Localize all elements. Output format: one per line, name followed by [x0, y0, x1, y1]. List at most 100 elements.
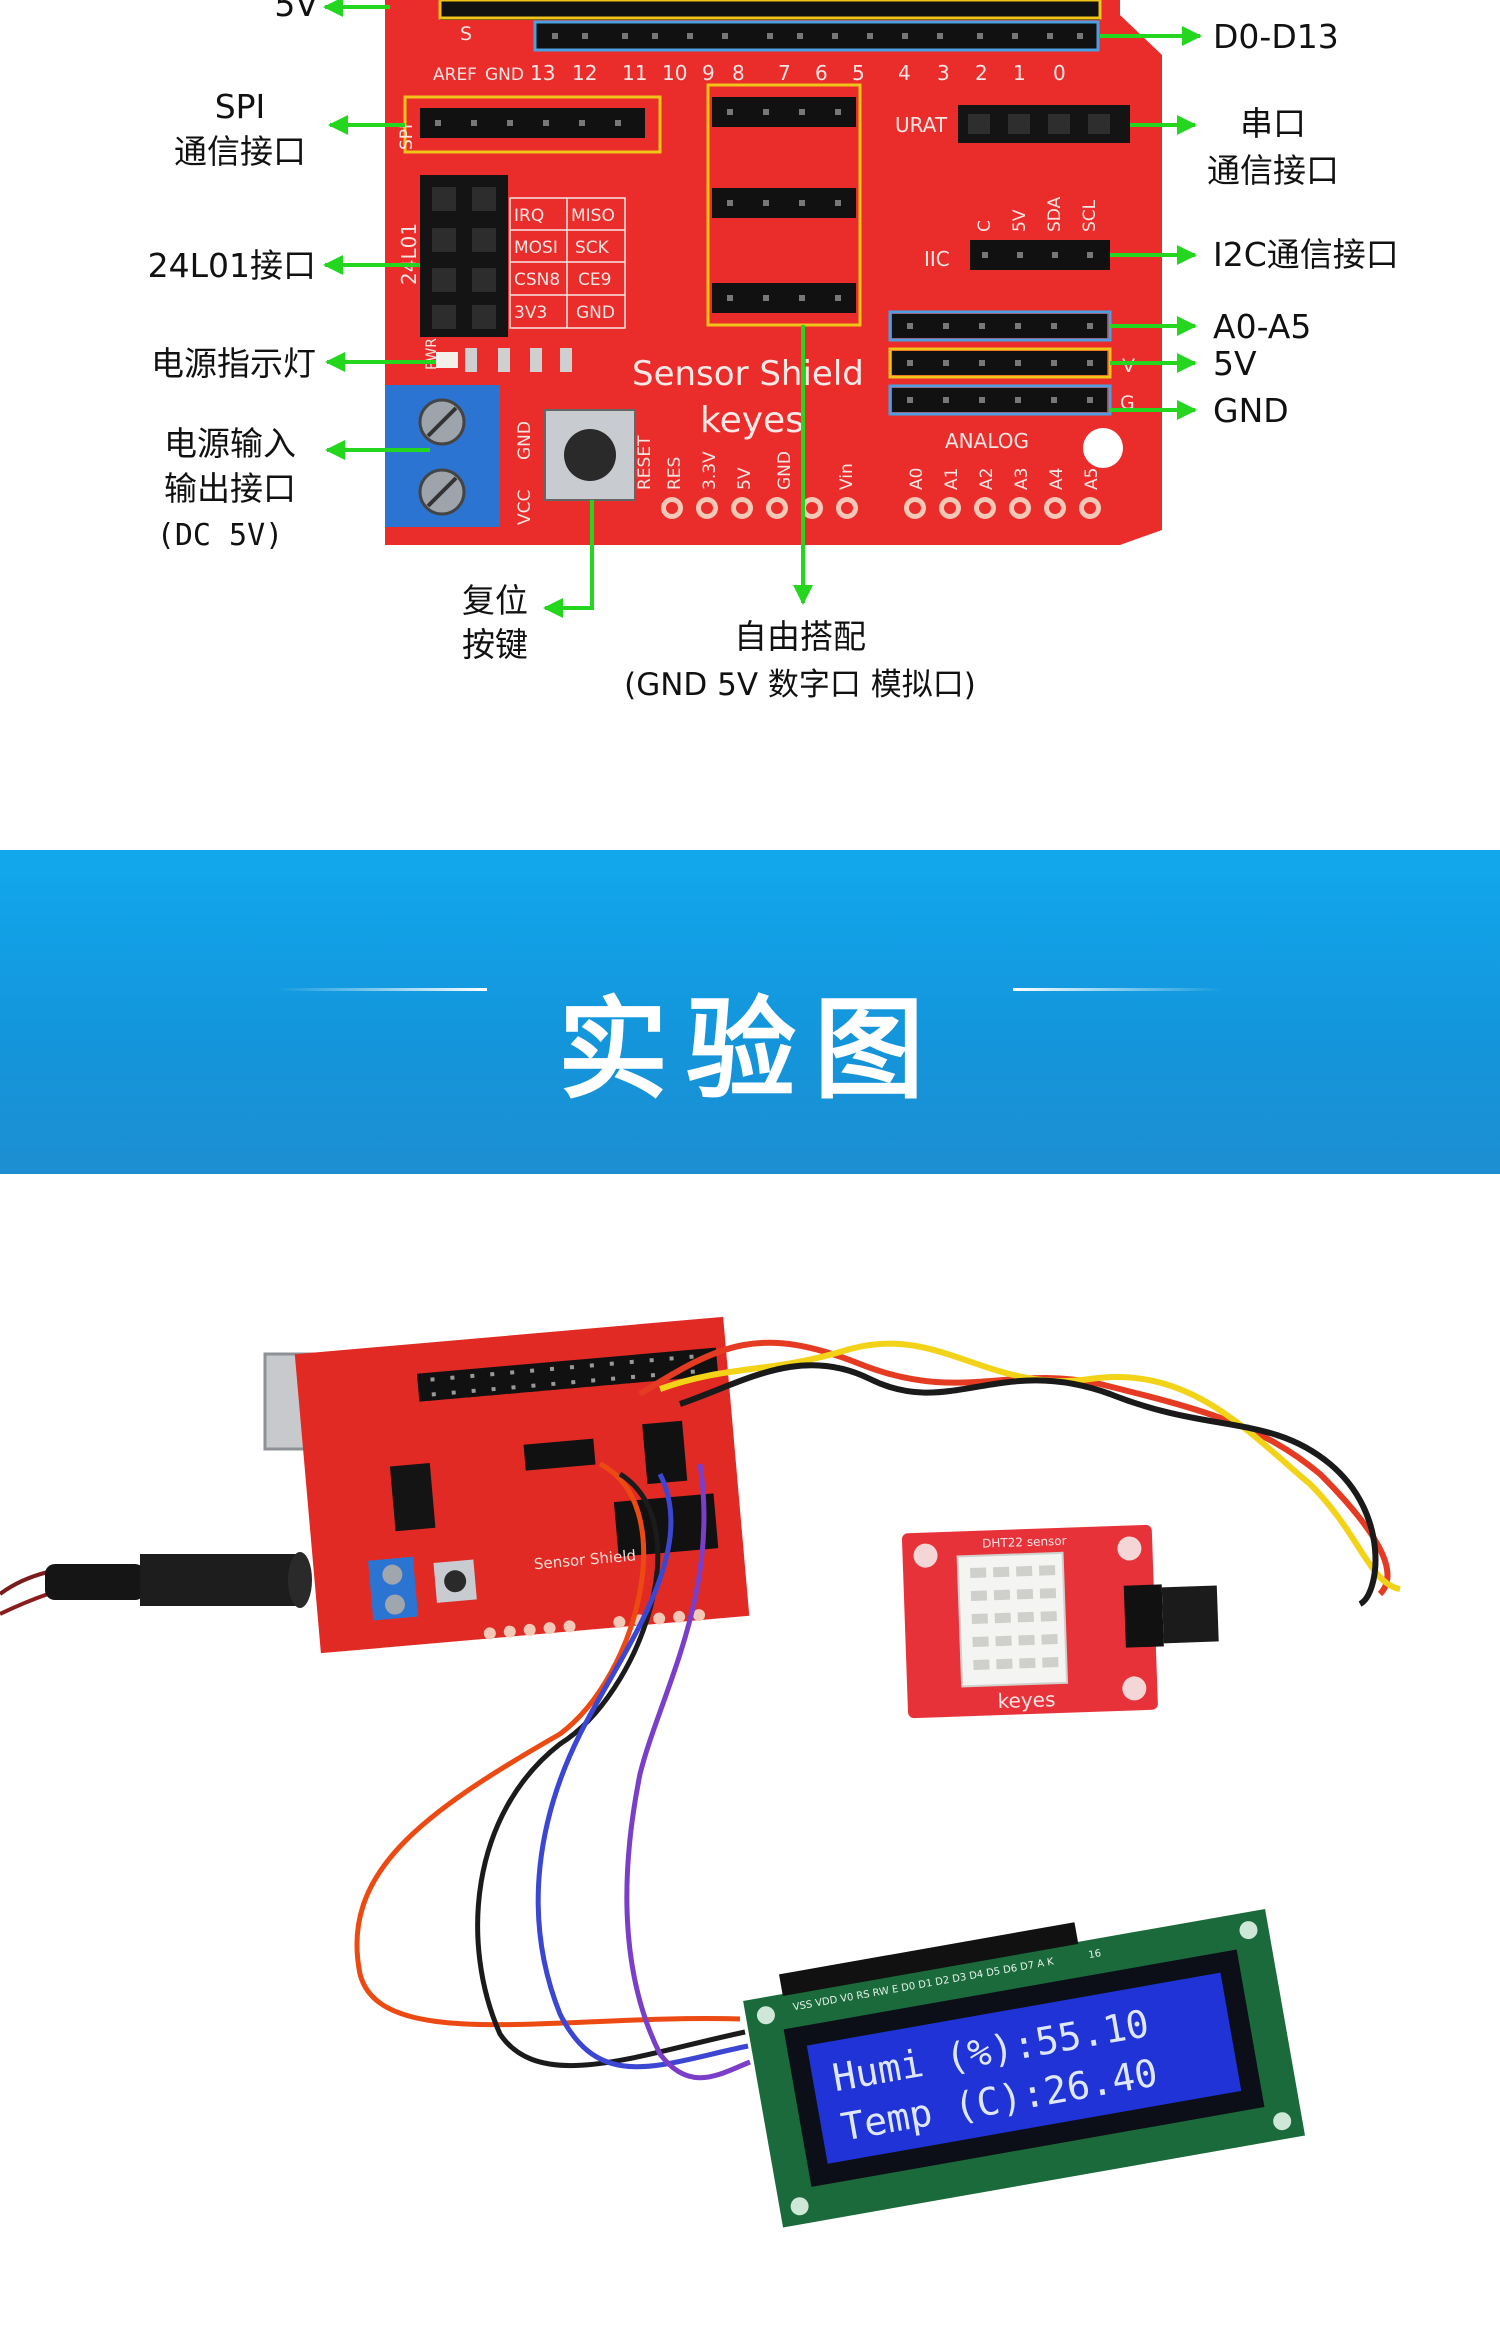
svg-text:SCK: SCK [575, 238, 610, 258]
free-match-highlight [706, 83, 862, 327]
label-spi: SPI [215, 87, 266, 126]
svg-text:Vin: Vin [837, 463, 857, 490]
svg-text:AREF: AREF [433, 65, 477, 85]
dht22-sensor-module: DHT22 sensor keyes [901, 1524, 1219, 1719]
brand-keyes: keyes [700, 400, 804, 441]
label-d0-d13: D0-D13 [1213, 17, 1339, 56]
annotation-arrows [323, 0, 1202, 618]
gnd-row-highlight [888, 384, 1112, 416]
label-power-io-2: 输出接口 [164, 469, 296, 508]
silk-iic: IIC [924, 247, 950, 271]
nrf24l01-socket-holes [432, 187, 496, 329]
dht22-label: DHT22 sensor [982, 1534, 1067, 1551]
label-power-led: 电源指示灯 [151, 344, 316, 383]
label-serial: 串口 [1240, 104, 1306, 143]
five-volt-row-highlight [438, 0, 1102, 20]
silk-analog: ANALOG [945, 429, 1029, 453]
label-gnd: GND [1213, 391, 1289, 430]
section-banner: 实验图 [0, 850, 1500, 1174]
svg-text:A0: A0 [907, 468, 927, 490]
svg-text:5V: 5V [1010, 209, 1030, 232]
silk-v: V [1122, 355, 1135, 377]
svg-text:IRQ: IRQ [514, 206, 544, 226]
svg-text:A2: A2 [977, 468, 997, 490]
lcd-pin-end: 16 [1088, 1948, 1102, 1961]
lcd-screen [806, 1972, 1242, 2164]
brand-sensor-shield: Sensor Shield [632, 354, 864, 394]
svg-text:C: C [975, 220, 995, 232]
svg-text:A3: A3 [1012, 468, 1032, 490]
svg-text:MOSI: MOSI [514, 238, 558, 258]
digital-pins-highlight [533, 20, 1100, 52]
silk-gnd: GND [515, 421, 535, 460]
svg-text:SCL: SCL [1080, 199, 1100, 232]
svg-text:10: 10 [662, 61, 687, 85]
i2c-pin-silkscreen: C 5V SDA SCL [975, 196, 1100, 232]
sensor-twisted-cable [638, 1339, 1401, 1607]
label-spi-interface: 通信接口 [174, 132, 306, 171]
lcd1602-module: VSS VDD V0 RS RW E D0 D1 D2 D3 D4 D5 D6 … [743, 1908, 1305, 2228]
svg-text:A5: A5 [1082, 468, 1102, 490]
svg-text:CSN8: CSN8 [514, 270, 560, 290]
silk-urat: URAT [895, 113, 948, 137]
power-led [436, 352, 458, 368]
svg-text:6: 6 [815, 61, 828, 85]
svg-text:GND: GND [485, 65, 524, 85]
svg-text:0: 0 [1053, 61, 1066, 85]
silk-spi: SPI [397, 124, 417, 150]
analog-pad-silkscreen: A0 A1 A2 A3 A4 A5 [907, 468, 1102, 490]
label-serial-interface: 通信接口 [1207, 151, 1339, 190]
svg-text:RES: RES [665, 457, 685, 490]
spi-header [420, 108, 645, 138]
svg-text:12: 12 [572, 61, 597, 85]
svg-text:3: 3 [937, 61, 950, 85]
lcd-header-pins [779, 1922, 1079, 1996]
svg-text:3.3V: 3.3V [700, 451, 720, 490]
silk-24l01: 24L01 [397, 223, 421, 285]
free-match-headers [712, 97, 856, 313]
svg-text:4: 4 [898, 61, 911, 85]
reset-button-cap [564, 429, 616, 481]
label-reset-button: 按键 [462, 625, 528, 664]
svg-text:1: 1 [1013, 61, 1026, 85]
dc-jack-body [140, 1554, 300, 1606]
silk-reset: RESET [635, 435, 655, 490]
svg-text:13: 13 [530, 61, 555, 85]
shield-diagram-section: S AREF GND 13 12 11 10 9 8 7 6 5 4 3 2 1… [0, 0, 1500, 850]
power-cable-wire [0, 1570, 49, 1596]
svg-text:MISO: MISO [571, 206, 615, 226]
svg-text:CE9: CE9 [578, 270, 611, 290]
label-24l01: 24L01接口 [148, 246, 316, 285]
label-free-match-detail: (GND 5V 数字口 模拟口) [624, 667, 976, 703]
silk-s: S [460, 23, 472, 45]
svg-text:11: 11 [622, 61, 647, 85]
banner-line-right [1013, 988, 1223, 991]
svg-text:5V: 5V [735, 467, 755, 490]
mounting-hole [1083, 428, 1123, 468]
label-power-io-1: 电源输入 [164, 424, 296, 463]
smd-components [465, 348, 572, 372]
svg-text:3V3: 3V3 [514, 303, 547, 323]
digital-header-silkscreen: AREF GND 13 12 11 10 9 8 7 6 5 4 3 2 1 0 [433, 61, 1066, 85]
svg-text:SDA: SDA [1045, 196, 1065, 232]
experiment-photo: Sensor Shield DHT22 sensor keyes [0, 1316, 1401, 2228]
label-a0-a5: A0-A5 [1213, 307, 1311, 346]
label-power-io-3: (DC 5V) [157, 518, 283, 553]
label-i2c: I2C通信接口 [1213, 235, 1399, 274]
banner-title: 实验图 [558, 986, 942, 1114]
svg-text:GND: GND [576, 303, 615, 323]
silk-pwr: PWR [424, 338, 440, 370]
power-pad-silkscreen: RES 3.3V 5V GND Vin [665, 451, 857, 490]
svg-text:8: 8 [732, 61, 745, 85]
svg-text:A1: A1 [942, 468, 962, 490]
silk-vcc: VCC [515, 490, 535, 525]
svg-text:9: 9 [702, 61, 715, 85]
dht22-brand: keyes [997, 1687, 1056, 1713]
label-right-5v: 5V [1213, 344, 1257, 383]
svg-text:7: 7 [778, 61, 791, 85]
experiment-photo-section: Sensor Shield DHT22 sensor keyes [0, 1174, 1500, 2322]
lcd-jumper-wires [354, 1461, 751, 2081]
svg-text:A4: A4 [1047, 468, 1067, 490]
shield-diagram: S AREF GND 13 12 11 10 9 8 7 6 5 4 3 2 1… [148, 0, 1399, 703]
uart-socket-holes [968, 114, 1110, 134]
